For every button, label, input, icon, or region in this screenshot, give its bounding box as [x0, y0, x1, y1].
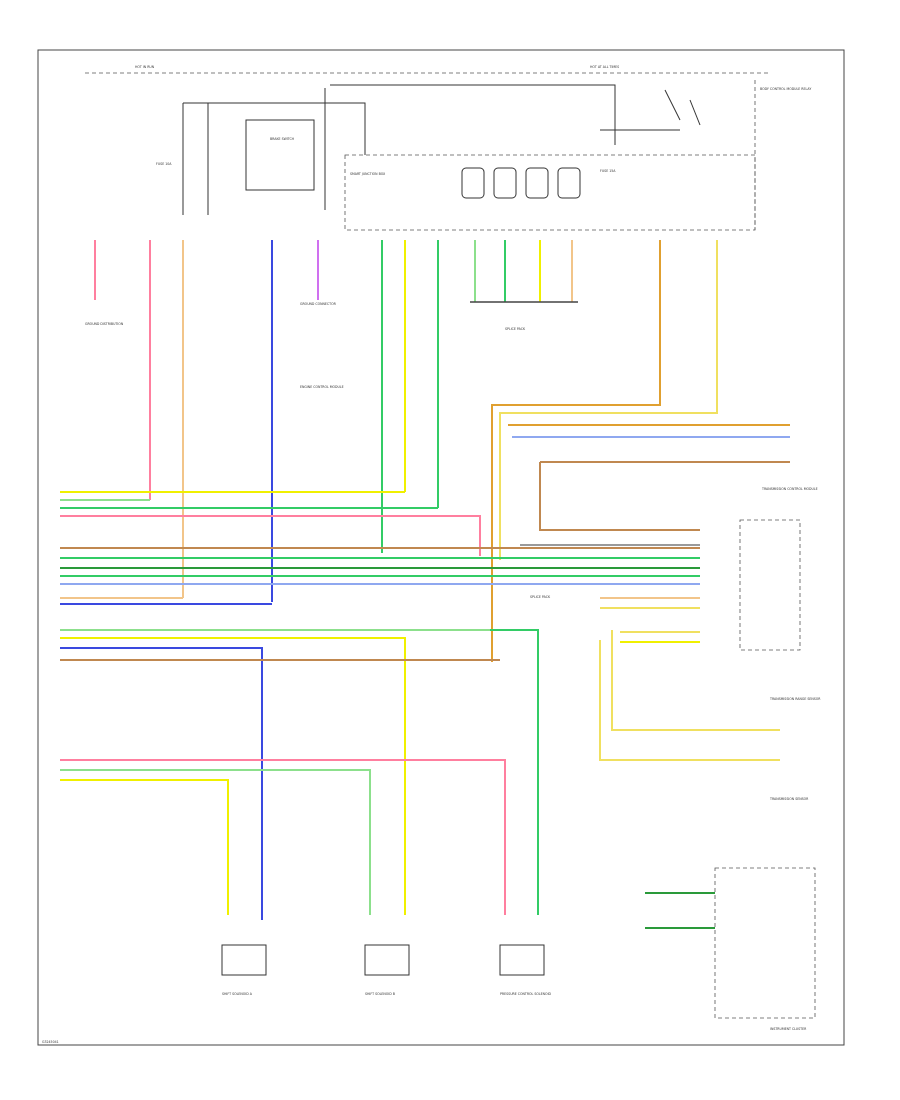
transmission-module-label: TRANSMISSION CONTROL MODULE: [761, 487, 818, 491]
solenoid-3-label: PRESSURE CONTROL SOLENOID: [500, 992, 552, 996]
instrument-cluster-label: INSTRUMENT CLUSTER: [770, 1027, 807, 1031]
relay-module-right-label: BODY CONTROL MODULE RELAY: [760, 87, 811, 91]
diagram-frame: [37, 49, 845, 1046]
left-fuse-block: FUSE 10A BRAKE SWITCH: [156, 84, 616, 215]
solenoid-blocks: [221, 944, 545, 976]
solenoid-1-label: SHIFT SOLENOID A: [222, 992, 253, 996]
top-label-right: HOT AT ALL TIMES: [590, 65, 619, 69]
instrument-cluster-box: [714, 867, 816, 1019]
trans-sensor-label: TRANSMISSION SENSOR: [769, 797, 809, 801]
solenoid-harness: [60, 629, 539, 915]
fuse-a-label: FUSE 10A: [156, 162, 172, 166]
gnd-connector-label: GROUND CONNECTOR: [300, 302, 337, 306]
footer-code: G3245041: [42, 1040, 59, 1044]
transmission-module-box: [739, 519, 801, 651]
range-sensor-wires: [599, 630, 780, 761]
top-label-left: HOT IN RUN: [135, 65, 155, 69]
cluster-wires: [645, 892, 715, 929]
fuse-b-label: FUSE 15A: [600, 169, 616, 173]
ground-ref-label: GROUND DISTRIBUTION: [85, 322, 124, 326]
right-relay-block: BODY CONTROL MODULE RELAY FUSE 15A: [600, 80, 811, 230]
solenoid-2-label: SHIFT SOLENOID B: [365, 992, 395, 996]
splice-pack-label: SPLICE PACK: [505, 327, 526, 331]
vertical-wires-top: [94, 240, 718, 662]
junction-fuses: [461, 167, 581, 199]
brake-switch-label: BRAKE SWITCH: [270, 137, 295, 141]
main-harness: [60, 491, 700, 920]
right-harness: [508, 424, 790, 546]
smart-junction-label: SMART JUNCTION BOX: [350, 172, 386, 176]
engine-module-label: ENGINE CONTROL MODULE: [300, 385, 344, 389]
range-sensor-label: TRANSMISSION RANGE SENSOR: [769, 697, 821, 701]
splice-pack-2-label: SPLICE PACK: [530, 595, 551, 599]
smart-junction-box: [344, 154, 756, 231]
